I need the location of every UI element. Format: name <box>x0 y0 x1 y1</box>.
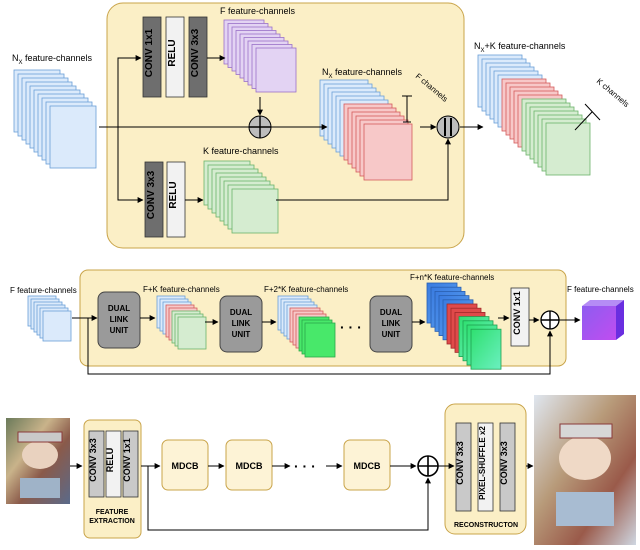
fe-title-2: EXTRACTION <box>89 518 135 525</box>
mid-feature-stack <box>319 79 413 181</box>
fe-conv3x3 <box>88 430 105 498</box>
b-in-label: F feature-channels <box>10 286 77 295</box>
dlu2-label-2: UNIT <box>232 330 251 339</box>
rc-conv3x3-a-label: CONV 3x3 <box>455 441 465 485</box>
stackO-layer <box>545 122 591 176</box>
input-feature-stack <box>13 69 97 169</box>
b-conv1x1-label: CONV 1x1 <box>512 291 522 335</box>
rc-conv3x3-b-label: CONV 3x3 <box>499 441 509 485</box>
mdcb-1-label: MDCB <box>172 461 199 471</box>
fe-title-1: FEATURE <box>96 509 129 516</box>
stackB2-layer <box>304 322 336 358</box>
dlu1-box <box>97 291 141 349</box>
fe-relu-label: RELU <box>105 448 115 473</box>
stackF-layer <box>255 47 297 93</box>
panel-c: CONV 3x3 RELU CONV 1x1 FEATURE EXTRACTIO… <box>6 395 636 545</box>
dlu2-label-0: DUAL <box>230 308 252 317</box>
b-s1-label: F+K feature-channels <box>143 285 220 294</box>
op-relu <box>165 16 185 98</box>
op-bottom-conv3x3 <box>144 161 164 238</box>
b-stack-2 <box>277 295 336 358</box>
dual-link-unit-2: DUAL LINK UNIT <box>219 295 263 353</box>
arrow-k-to-concat <box>276 138 451 201</box>
dlu2-label-1: LINK <box>232 319 251 328</box>
stackK-layer <box>231 188 279 234</box>
op-bottom-conv3x3-label: CONV 3x3 <box>146 170 157 219</box>
fe-relu <box>105 430 122 498</box>
concat-operator-a <box>436 115 460 139</box>
rc-title: RECONSTRUCTON <box>454 522 518 529</box>
op-conv1x1 <box>142 16 162 98</box>
rc-pixel-shuffle-label: PIXEL-SHUFFLE x2 <box>478 426 487 500</box>
output-stack-label: NX+K feature-channels <box>474 41 566 54</box>
mdcb-2-label: MDCB <box>236 461 263 471</box>
mdcb-block-1: MDCB <box>161 439 209 491</box>
dlu1-label-1: LINK <box>110 315 129 324</box>
stackB1-layer <box>177 316 207 350</box>
add-operator-b <box>540 310 560 330</box>
panel-b: F feature-channels DUAL LINK UNIT DUAL LINK… <box>10 269 634 375</box>
c-arrow-skip <box>147 466 431 531</box>
c-dots: · · · <box>294 458 316 474</box>
b-s3-label: F+n*K feature-channels <box>410 273 494 282</box>
add-operator-a <box>248 115 272 139</box>
f-feature-label: F feature-channels <box>220 6 296 16</box>
dual-link-unit-3: DUAL LINK UNIT <box>369 295 413 353</box>
k-channels-bracket <box>574 103 601 131</box>
op-conv3x3-label: CONV 3x3 <box>190 28 201 77</box>
b-arrow-skip <box>87 318 553 375</box>
dlu3-label-2: UNIT <box>382 330 401 339</box>
dlu3-label-0: DUAL <box>380 308 402 317</box>
k-feature-label: K feature-channels <box>203 146 279 156</box>
input-stack-label: NX feature-channels <box>12 53 93 66</box>
b-conv1x1 <box>510 287 530 347</box>
op-bottom-relu-label: RELU <box>168 181 179 208</box>
rc-pixel-shuffle <box>477 422 494 512</box>
k-feature-stack <box>203 160 279 234</box>
fe-conv1x1 <box>122 430 139 498</box>
stackA-layer <box>49 105 97 169</box>
b-stack-1 <box>156 295 207 350</box>
dlu2-box <box>219 295 263 353</box>
stackB3-layer <box>470 328 502 370</box>
dlu3-label-1: LINK <box>382 319 401 328</box>
top-branch-ops: CONV 1x1 RELU CONV 3x3 <box>142 16 208 98</box>
f-channels-bracket <box>402 95 412 123</box>
panel-a: NX feature-channels CONV 1x1 RELU CONV 3… <box>12 2 631 249</box>
dual-link-unit-1: DUAL LINK UNIT <box>97 291 141 349</box>
stackBIn-layer <box>42 310 72 342</box>
output-feature-stack <box>477 54 591 176</box>
mdcb-3-label: MDCB <box>354 461 381 471</box>
output-image <box>534 395 636 545</box>
fe-conv3x3-label: CONV 3x3 <box>88 438 98 482</box>
bottom-branch-ops: CONV 3x3 RELU <box>144 161 186 238</box>
mdcb-block-2: MDCB <box>225 439 273 491</box>
mdcb-block-3: MDCB <box>343 439 391 491</box>
b-out-label: F feature-channels <box>567 285 634 294</box>
k-channels-label: K channels <box>595 77 631 109</box>
fe-conv1x1-label: CONV 1x1 <box>122 438 132 482</box>
add-operator-c <box>417 455 439 477</box>
arrow-to-bottom-branch <box>117 127 144 203</box>
arrow-to-top-branch <box>117 55 142 127</box>
input-image <box>6 418 70 504</box>
stackM-layer <box>363 123 413 181</box>
op-conv1x1-label: CONV 1x1 <box>144 28 155 77</box>
b-dots: · · · <box>340 319 362 335</box>
op-relu-label: RELU <box>167 39 178 66</box>
f-feature-stack <box>223 19 297 93</box>
op-conv3x3 <box>188 16 208 98</box>
dlu3-box <box>369 295 413 353</box>
b-s2-label: F+2*K feature-channels <box>264 285 348 294</box>
b-stack-3 <box>426 282 502 370</box>
rc-conv3x3-b <box>499 422 516 512</box>
rc-conv3x3-a <box>455 422 472 512</box>
dlu1-label-0: DUAL <box>108 304 130 313</box>
dlu1-label-2: UNIT <box>110 326 129 335</box>
b-input-stack <box>27 295 72 342</box>
b-output-cube <box>582 300 624 340</box>
mid-stack-label: NX feature-channels <box>322 67 403 80</box>
